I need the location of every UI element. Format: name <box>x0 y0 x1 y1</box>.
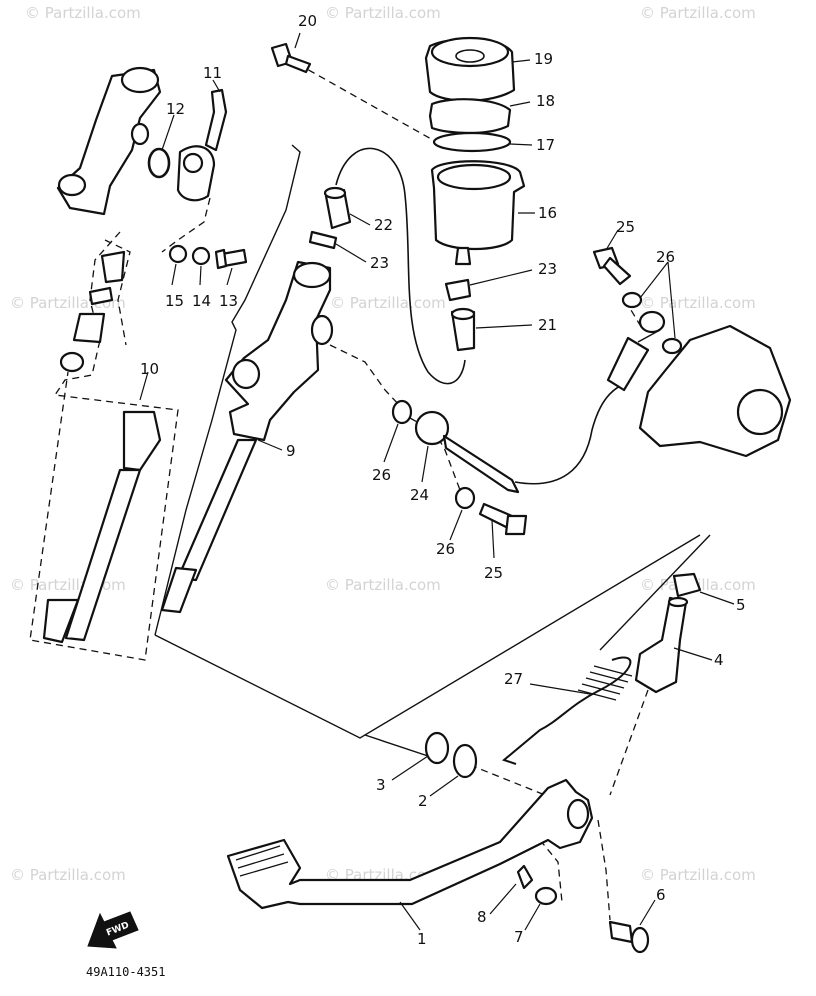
clip-23-b <box>444 278 472 302</box>
cotter-pin-8 <box>516 864 534 890</box>
callout-13: 13 <box>219 292 238 310</box>
nut-5 <box>672 572 702 598</box>
leader-lines <box>139 32 735 931</box>
callout-3: 3 <box>376 776 386 794</box>
frame-outline <box>154 144 301 636</box>
hose-fitting-22 <box>323 186 352 230</box>
bolt-20 <box>270 42 312 74</box>
reservoir-cap-19 <box>424 36 516 102</box>
banjo-bolt-25-a <box>592 246 632 286</box>
hose-fitting-21 <box>450 307 476 352</box>
banjo-fitting-24 <box>414 410 520 494</box>
watermark-text: © Partzilla.com <box>10 576 126 594</box>
callout-20: 20 <box>298 12 317 30</box>
callout-14: 14 <box>192 292 211 310</box>
washer-2 <box>452 743 478 779</box>
watermark-text: © Partzilla.com <box>325 4 441 22</box>
callout-6: 6 <box>656 886 666 904</box>
callout-26c: 26 <box>436 540 455 558</box>
washer-14 <box>191 246 211 266</box>
callout-25a: 25 <box>616 218 635 236</box>
watermark-text: © Partzilla.com <box>25 4 141 22</box>
master-cylinder-9 <box>160 260 334 614</box>
watermark-text: © Partzilla.com <box>325 576 441 594</box>
forward-arrow-icon: FWD <box>87 911 139 949</box>
fitting-11 <box>176 88 228 202</box>
callout-27: 27 <box>504 670 523 688</box>
watermark-text: © Partzilla.com <box>10 866 126 884</box>
brake-pedal-1 <box>226 778 594 910</box>
callout-17: 17 <box>536 136 555 154</box>
callout-labels: 1 2 3 4 5 6 7 8 9 10 11 12 13 14 15 16 1… <box>140 12 746 948</box>
callout-24: 24 <box>410 486 429 504</box>
guide-lines <box>29 63 711 921</box>
reservoir-16 <box>430 160 526 266</box>
callout-22: 22 <box>374 216 393 234</box>
callout-11: 11 <box>203 64 222 82</box>
master-cylinder-top-left <box>56 66 162 216</box>
callout-8: 8 <box>477 908 487 926</box>
callout-9: 9 <box>286 442 296 460</box>
callout-25b: 25 <box>484 564 503 582</box>
callout-4: 4 <box>714 651 724 669</box>
circlip-3 <box>424 731 450 765</box>
washer-26-b <box>661 337 683 355</box>
return-spring-27 <box>501 656 633 765</box>
callout-21: 21 <box>538 316 557 334</box>
watermark-text: © Partzilla.com <box>640 294 756 312</box>
callout-18: 18 <box>536 92 555 110</box>
washer-7 <box>534 886 558 906</box>
washer-26-c <box>391 399 413 425</box>
callout-16: 16 <box>538 204 557 222</box>
o-ring-12 <box>147 147 171 179</box>
callout-5: 5 <box>736 596 746 614</box>
nut-15 <box>168 244 188 264</box>
watermark-text: © Partzilla.com <box>330 294 446 312</box>
reservoir-hose <box>335 147 466 385</box>
diagram-code: 49A110-4351 <box>86 965 165 979</box>
callout-15: 15 <box>165 292 184 310</box>
callout-7: 7 <box>514 928 524 946</box>
banjo-right <box>606 310 666 392</box>
callout-1: 1 <box>417 930 427 948</box>
callout-2: 2 <box>418 792 428 810</box>
callout-23a: 23 <box>370 254 389 272</box>
callout-10: 10 <box>140 360 159 378</box>
callout-12: 12 <box>166 100 185 118</box>
diaphragm-17 <box>432 131 512 153</box>
watermark-text: © Partzilla.com <box>640 4 756 22</box>
clevis-4 <box>634 596 689 694</box>
bolt-13 <box>214 248 248 270</box>
banjo-bolt-25-b <box>478 502 528 536</box>
callout-19: 19 <box>534 50 553 68</box>
washer-26-d <box>454 486 476 510</box>
caliper <box>638 324 792 458</box>
callout-26a: 26 <box>656 248 675 266</box>
washer-26-a <box>621 291 643 309</box>
watermark-text: © Partzilla.com <box>640 866 756 884</box>
diaphragm-plate-18 <box>428 98 512 135</box>
pushrod-assembly-10 <box>42 250 162 644</box>
callout-23b: 23 <box>538 260 557 278</box>
brake-hose <box>514 384 623 485</box>
clevis-pin-6 <box>608 920 650 954</box>
callout-26b: 26 <box>372 466 391 484</box>
clip-23-a <box>308 230 338 250</box>
